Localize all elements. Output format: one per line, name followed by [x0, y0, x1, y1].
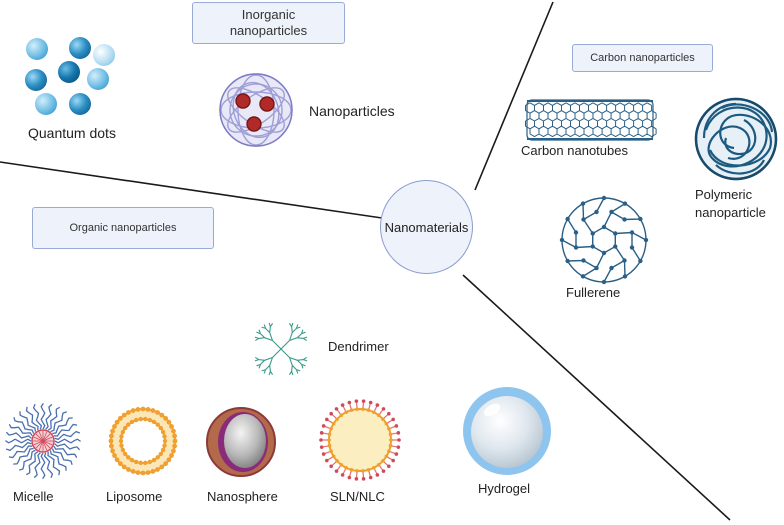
dendrimer-illustration — [254, 322, 308, 376]
nanoparticles-label: Nanoparticles — [309, 103, 395, 119]
polymeric-nanoparticle-label: Polymeric nanoparticle — [695, 187, 766, 220]
category-carbon-box: Carbon nanoparticles — [572, 44, 713, 72]
quantum-dot — [25, 69, 47, 91]
nanoparticle-core — [259, 96, 275, 112]
nanoparticle-core — [235, 93, 251, 109]
micelle-label: Micelle — [13, 489, 54, 504]
nanoparticles-illustration — [219, 73, 293, 147]
quantum-dot — [69, 93, 91, 115]
nanoparticle-core — [246, 116, 262, 132]
quantum-dot — [35, 93, 57, 115]
divider-left-line — [0, 161, 383, 219]
nanosphere-label: Nanosphere — [207, 489, 278, 504]
center-label: Nanomaterials — [384, 219, 469, 235]
carbon-nanotube-illustration — [525, 99, 657, 141]
quantum-dots-illustration — [25, 37, 115, 115]
fullerene-label: Fullerene — [566, 285, 621, 300]
quantum-dot — [69, 37, 91, 59]
divider-top-right-line — [474, 1, 554, 191]
quantum-dot — [93, 44, 115, 66]
hydrogel-illustration — [463, 387, 551, 475]
sln-nlc-label: SLN/NLC — [330, 489, 385, 504]
sln-nlc-illustration — [319, 399, 401, 481]
quantum-dot — [58, 61, 80, 83]
nanosphere-illustration — [206, 407, 276, 477]
category-organic-box: Organic nanoparticles — [32, 207, 214, 249]
micelle-illustration — [5, 403, 81, 479]
divider-lines — [0, 1, 731, 521]
hydrogel-label: Hydrogel — [478, 481, 531, 496]
carbon-nanotubes-label: Carbon nanotubes — [521, 143, 628, 158]
quantum-dots-label: Quantum dots — [28, 125, 116, 141]
divider-bottom-right-line — [462, 274, 731, 521]
polymeric-nanoparticle-illustration — [694, 97, 778, 181]
liposome-label: Liposome — [106, 489, 163, 504]
quantum-dot — [26, 38, 48, 60]
liposome-illustration — [108, 406, 178, 476]
dendrimer-label: Dendrimer — [328, 339, 389, 354]
nanomaterials-center-node: Nanomaterials — [380, 180, 473, 274]
fullerene-illustration — [559, 195, 649, 285]
quantum-dot — [87, 68, 109, 90]
category-inorganic-box: Inorganic nanoparticles — [192, 2, 345, 44]
